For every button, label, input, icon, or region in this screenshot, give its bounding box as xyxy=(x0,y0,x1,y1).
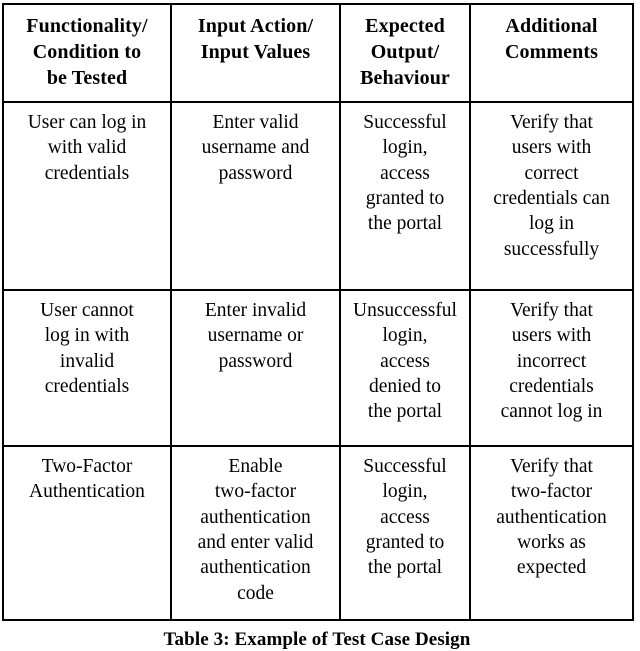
column-header-expected-output: Expected Output/ Behaviour xyxy=(339,3,471,103)
cell-functionality: Two-Factor Authentication xyxy=(2,445,172,621)
cell-input-action: Enter invalid username or password xyxy=(170,289,341,447)
column-header-functionality: Functionality/ Condition to be Tested xyxy=(2,3,172,103)
table-row: User can log in with valid credentials E… xyxy=(2,101,634,291)
table-row: Two-Factor Authentication Enable two-fac… xyxy=(2,445,634,621)
table-row: User cannot log in with invalid credenti… xyxy=(2,289,634,447)
column-header-additional-comments: Additional Comments xyxy=(469,3,634,103)
table-header-row: Functionality/ Condition to be Tested In… xyxy=(2,3,634,103)
cell-expected-output: Successful login, access granted to the … xyxy=(339,101,471,291)
table-caption: Table 3: Example of Test Case Design xyxy=(163,629,471,650)
cell-functionality: User can log in with valid credentials xyxy=(2,101,172,291)
table-body: User can log in with valid credentials E… xyxy=(2,101,634,621)
cell-input-action: Enter valid username and password xyxy=(170,101,341,291)
page-root: Functionality/ Condition to be Tested In… xyxy=(0,3,640,650)
cell-expected-output: Successful login, access granted to the … xyxy=(339,445,471,621)
column-header-input-action: Input Action/ Input Values xyxy=(170,3,341,103)
cell-input-action: Enable two-factor authentication and ent… xyxy=(170,445,341,621)
cell-additional-comments: Verify that users with incorrect credent… xyxy=(469,289,634,447)
cell-expected-output: Unsuccessful login, access denied to the… xyxy=(339,289,471,447)
cell-additional-comments: Verify that users with correct credentia… xyxy=(469,101,634,291)
cell-functionality: User cannot log in with invalid credenti… xyxy=(2,289,172,447)
test-case-table: Functionality/ Condition to be Tested In… xyxy=(2,3,634,621)
cell-additional-comments: Verify that two-factor authentication wo… xyxy=(469,445,634,621)
table-header: Functionality/ Condition to be Tested In… xyxy=(2,3,634,103)
